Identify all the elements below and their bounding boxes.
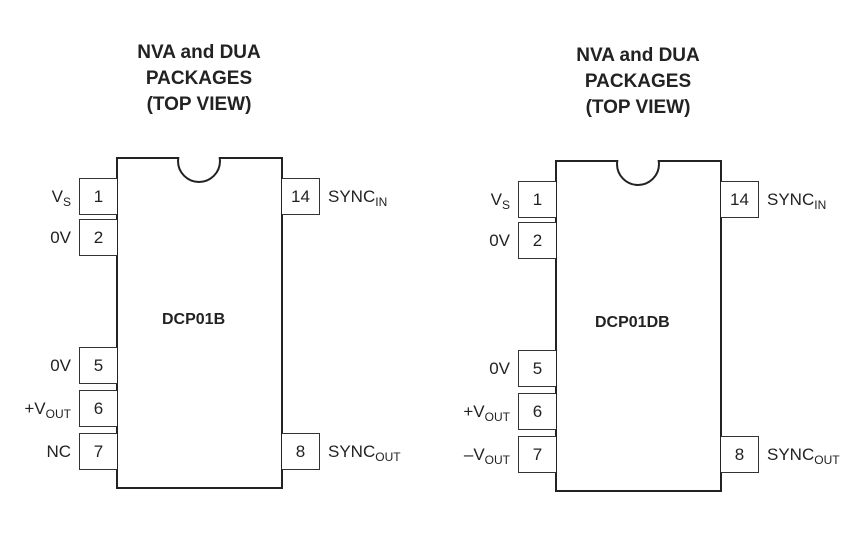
pin-2: 2 [79, 219, 117, 256]
pin-label-subscript: OUT [45, 407, 71, 421]
notch-cover [614, 136, 662, 160]
title-line: NVA and DUA [576, 45, 700, 66]
pin-8: 8 [721, 436, 759, 473]
pin-label-8: SYNCOUT [767, 436, 840, 473]
pin-label-subscript: IN [814, 198, 827, 212]
pin-label-main: SYNC [328, 187, 376, 206]
pin-6: 6 [79, 390, 117, 427]
chip-name: DCP01B [162, 311, 226, 328]
pin-label-main: SYNC [767, 190, 815, 209]
pin-6: 6 [518, 393, 556, 430]
pin-2: 2 [518, 222, 556, 259]
chip-body [116, 157, 283, 489]
pin-label-main: 0V [489, 231, 510, 250]
pin-5: 5 [518, 350, 556, 387]
package-title: NVA and DUA PACKAGES (TOP VIEW) [508, 43, 768, 121]
package-title: NVA and DUA PACKAGES (TOP VIEW) [69, 40, 329, 118]
pin-label-subscript: S [501, 198, 510, 212]
pin-label-2: 0V [489, 222, 510, 259]
pin-label-5: 0V [489, 350, 510, 387]
title-line: NVA and DUA [137, 42, 261, 63]
pin-label-main: 0V [489, 359, 510, 378]
pin-label-subscript: OUT [484, 410, 510, 424]
pin-label-2: 0V [50, 219, 71, 256]
pin-14: 14 [282, 178, 320, 215]
chip-body [555, 160, 722, 492]
pin-label-main: 0V [50, 356, 71, 375]
pin-1: 1 [79, 178, 117, 215]
pin-7: 7 [518, 436, 556, 473]
pin-label-main: SYNC [328, 442, 376, 461]
pin-label-14: SYNCIN [328, 178, 387, 215]
pin-label-subscript: OUT [484, 453, 510, 467]
pin-14: 14 [721, 181, 759, 218]
title-line: PACKAGES [145, 68, 253, 89]
pin-label-main: SYNC [767, 445, 815, 464]
pin-8: 8 [282, 433, 320, 470]
pin-label-1: VS [52, 178, 71, 215]
pin-label-5: 0V [50, 347, 71, 384]
pin-label-main: 0V [50, 228, 71, 247]
pin-label-6: +VOUT [24, 390, 71, 427]
title-line: (TOP VIEW) [585, 97, 691, 118]
pin-label-6: +VOUT [463, 393, 510, 430]
pin-5: 5 [79, 347, 117, 384]
pin-label-subscript: IN [375, 195, 388, 209]
pin-label-14: SYNCIN [767, 181, 826, 218]
pin-label-7: –VOUT [464, 436, 510, 473]
pin-label-7: NC [46, 433, 71, 470]
pin-label-main: +V [24, 399, 46, 418]
pin-label-main: V [490, 190, 502, 209]
notch-cover [175, 133, 223, 157]
pin-label-main: –V [463, 445, 485, 464]
pin-7: 7 [79, 433, 117, 470]
title-line: PACKAGES [584, 71, 692, 92]
pin-label-subscript: OUT [814, 453, 840, 467]
pin-label-1: VS [491, 181, 510, 218]
pin-label-subscript: S [62, 195, 71, 209]
chip-name: DCP01DB [595, 314, 670, 331]
pin-label-main: NC [46, 442, 71, 461]
title-line: (TOP VIEW) [146, 94, 252, 115]
pin-1: 1 [518, 181, 556, 218]
pin-label-8: SYNCOUT [328, 433, 401, 470]
pin-label-subscript: OUT [375, 450, 401, 464]
pin-label-main: V [51, 187, 63, 206]
pin-label-main: +V [463, 402, 485, 421]
